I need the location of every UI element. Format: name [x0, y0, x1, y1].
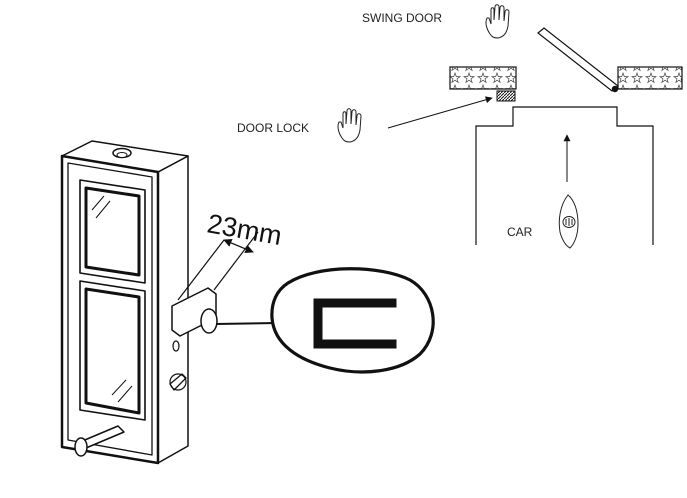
bolt-profile-c-shape [313, 298, 397, 349]
door-lock-label: DOOR LOCK [237, 121, 309, 135]
lower-window [84, 287, 141, 415]
callout-bubble [270, 267, 435, 374]
swing-door-leaf [537, 27, 619, 92]
car-label: CAR [507, 225, 533, 239]
bottom-rod-tip [74, 437, 88, 457]
door-lock-pointer [387, 96, 493, 129]
wall-right [617, 66, 683, 90]
wall-left [449, 66, 517, 90]
side-hole [172, 340, 180, 352]
door-lock-hand-icon [337, 108, 362, 143]
top-view: SWING DOOR DOOR LOCK CAR [237, 4, 683, 249]
upper-window [84, 186, 141, 277]
lock-body-3d [60, 140, 218, 465]
bolt-tip [200, 308, 218, 334]
car-shaft-outline [475, 106, 654, 245]
car-topview-icon [558, 194, 579, 249]
bolt-dimension [177, 231, 259, 301]
swing-door-label: SWING DOOR [362, 11, 442, 25]
door-lock-block [496, 90, 516, 102]
door-hinge [611, 85, 619, 93]
bolt-length-label: 23mm [205, 208, 284, 251]
swing-door-hand-icon [485, 4, 510, 39]
callout-leader [215, 322, 279, 325]
